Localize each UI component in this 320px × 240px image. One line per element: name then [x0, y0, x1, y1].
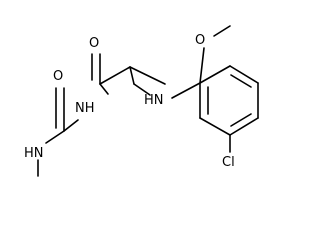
atom-label-amide-nh: NH: [75, 101, 95, 116]
atom-label-aryl-nh: HN: [144, 93, 164, 108]
ring-bond-2: [229, 65, 259, 84]
atom-label-o-urea: O: [53, 69, 63, 84]
bond-carbonyl-alpha: [99, 66, 131, 85]
bond-ring-methoxy-o: [199, 47, 205, 84]
bond-methoxy-o-methyl: [213, 25, 231, 37]
atom-label-cl: Cl: [222, 155, 235, 170]
bond-ureacarbon-nh: [63, 119, 79, 132]
atom-label-o-methoxy: O: [195, 33, 205, 48]
atom-label-methyl-nh: HN: [24, 146, 44, 161]
bond-alpha-nh: [133, 83, 151, 96]
ring-bond-2-inner: [230, 74, 252, 88]
bond-nh-carbonyl: [99, 83, 109, 95]
structure-canvas: O O O NH HN HN Cl: [24, 25, 259, 177]
bond-n-ureacarbon: [45, 130, 65, 144]
ring-bond-1: [199, 65, 231, 84]
bond-alpha-down: [129, 66, 135, 85]
ring-bond-4: [229, 117, 259, 136]
ring-bond-4-inner: [230, 113, 252, 127]
molecule-structure: O O O NH HN HN Cl: [24, 25, 259, 177]
bond-nh-ring: [171, 82, 201, 99]
atom-label-o-amide: O: [89, 36, 99, 51]
bond-alpha-methyl: [129, 66, 166, 85]
ring-bond-5: [199, 117, 231, 136]
